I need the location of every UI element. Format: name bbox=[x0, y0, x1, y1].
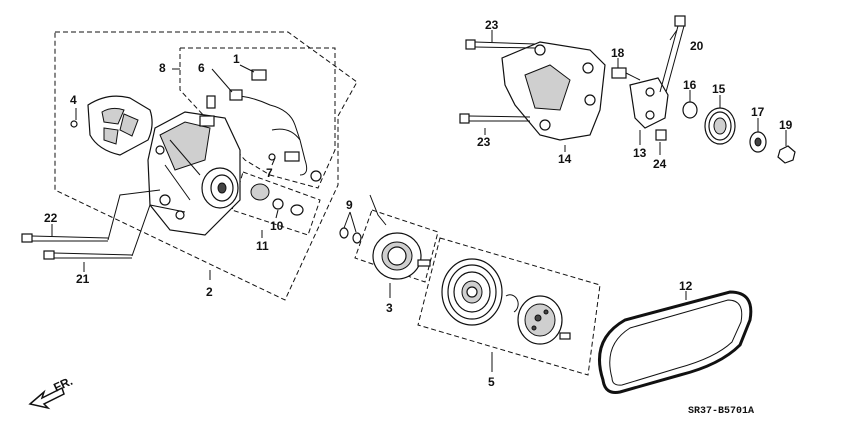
diagram-code: SR37-B5701A bbox=[688, 406, 754, 417]
callout-13: 13 bbox=[633, 146, 647, 160]
leader-lines bbox=[51, 29, 787, 372]
compressor-cover-plate bbox=[70, 95, 153, 156]
clutch-pulley bbox=[441, 258, 503, 326]
callout-21: 21 bbox=[76, 272, 90, 286]
field-coil bbox=[369, 194, 431, 280]
seal-kit-parts bbox=[250, 183, 304, 216]
callout-15: 15 bbox=[712, 82, 726, 96]
shims-9 bbox=[339, 227, 362, 244]
callout-9: 9 bbox=[346, 198, 353, 212]
idler-pulley bbox=[704, 107, 736, 145]
callout-22: 22 bbox=[44, 211, 58, 225]
callout-4: 4 bbox=[70, 93, 77, 107]
snap-ring bbox=[505, 294, 519, 313]
callout-6: 6 bbox=[198, 61, 205, 75]
tensioner-bracket bbox=[629, 77, 669, 129]
callout-8: 8 bbox=[159, 61, 166, 75]
front-arrow: FR. bbox=[28, 374, 75, 410]
callout-17: 17 bbox=[751, 105, 765, 119]
callout-3: 3 bbox=[386, 301, 393, 315]
clutch-kit-boundary bbox=[417, 237, 601, 376]
cover-17 bbox=[749, 131, 767, 153]
relief-valve-connector bbox=[229, 69, 322, 182]
callout-16: 16 bbox=[683, 78, 697, 92]
nut-24 bbox=[655, 129, 667, 141]
drive-belt bbox=[598, 290, 753, 394]
callout-10: 10 bbox=[270, 219, 284, 233]
bolt-23-upper bbox=[465, 39, 536, 50]
ac-compressor bbox=[147, 95, 241, 236]
callout-2: 2 bbox=[206, 285, 213, 299]
callout-23-upper: 23 bbox=[485, 18, 499, 32]
bolt-leaders bbox=[107, 189, 186, 257]
field-coil-boundary bbox=[354, 209, 439, 283]
callout-23-lower: 23 bbox=[477, 135, 491, 149]
callout-18: 18 bbox=[611, 46, 625, 60]
front-label: FR. bbox=[51, 374, 74, 395]
callout-20: 20 bbox=[690, 39, 704, 53]
nut-19 bbox=[777, 145, 796, 164]
callout-5: 5 bbox=[488, 375, 495, 389]
bolt-22 bbox=[21, 233, 109, 243]
adjust-bolt-20 bbox=[659, 15, 686, 93]
callout-24: 24 bbox=[653, 157, 667, 171]
callout-19: 19 bbox=[779, 118, 793, 132]
callout-12: 12 bbox=[679, 279, 693, 293]
pressure-plate bbox=[517, 295, 571, 345]
callout-7: 7 bbox=[266, 166, 273, 180]
compressor-bracket bbox=[501, 41, 606, 141]
bolt-18 bbox=[611, 67, 641, 81]
callout-labels: 1 2 3 4 5 6 7 8 9 10 11 12 13 14 15 16 1… bbox=[44, 18, 793, 389]
callout-11: 11 bbox=[256, 239, 269, 253]
collar-16 bbox=[682, 101, 698, 119]
harness-group-boundary bbox=[179, 47, 336, 189]
callout-1: 1 bbox=[233, 52, 240, 66]
callout-14: 14 bbox=[558, 152, 572, 166]
bolt-21 bbox=[43, 250, 133, 260]
bolt-23-lower bbox=[459, 113, 531, 124]
